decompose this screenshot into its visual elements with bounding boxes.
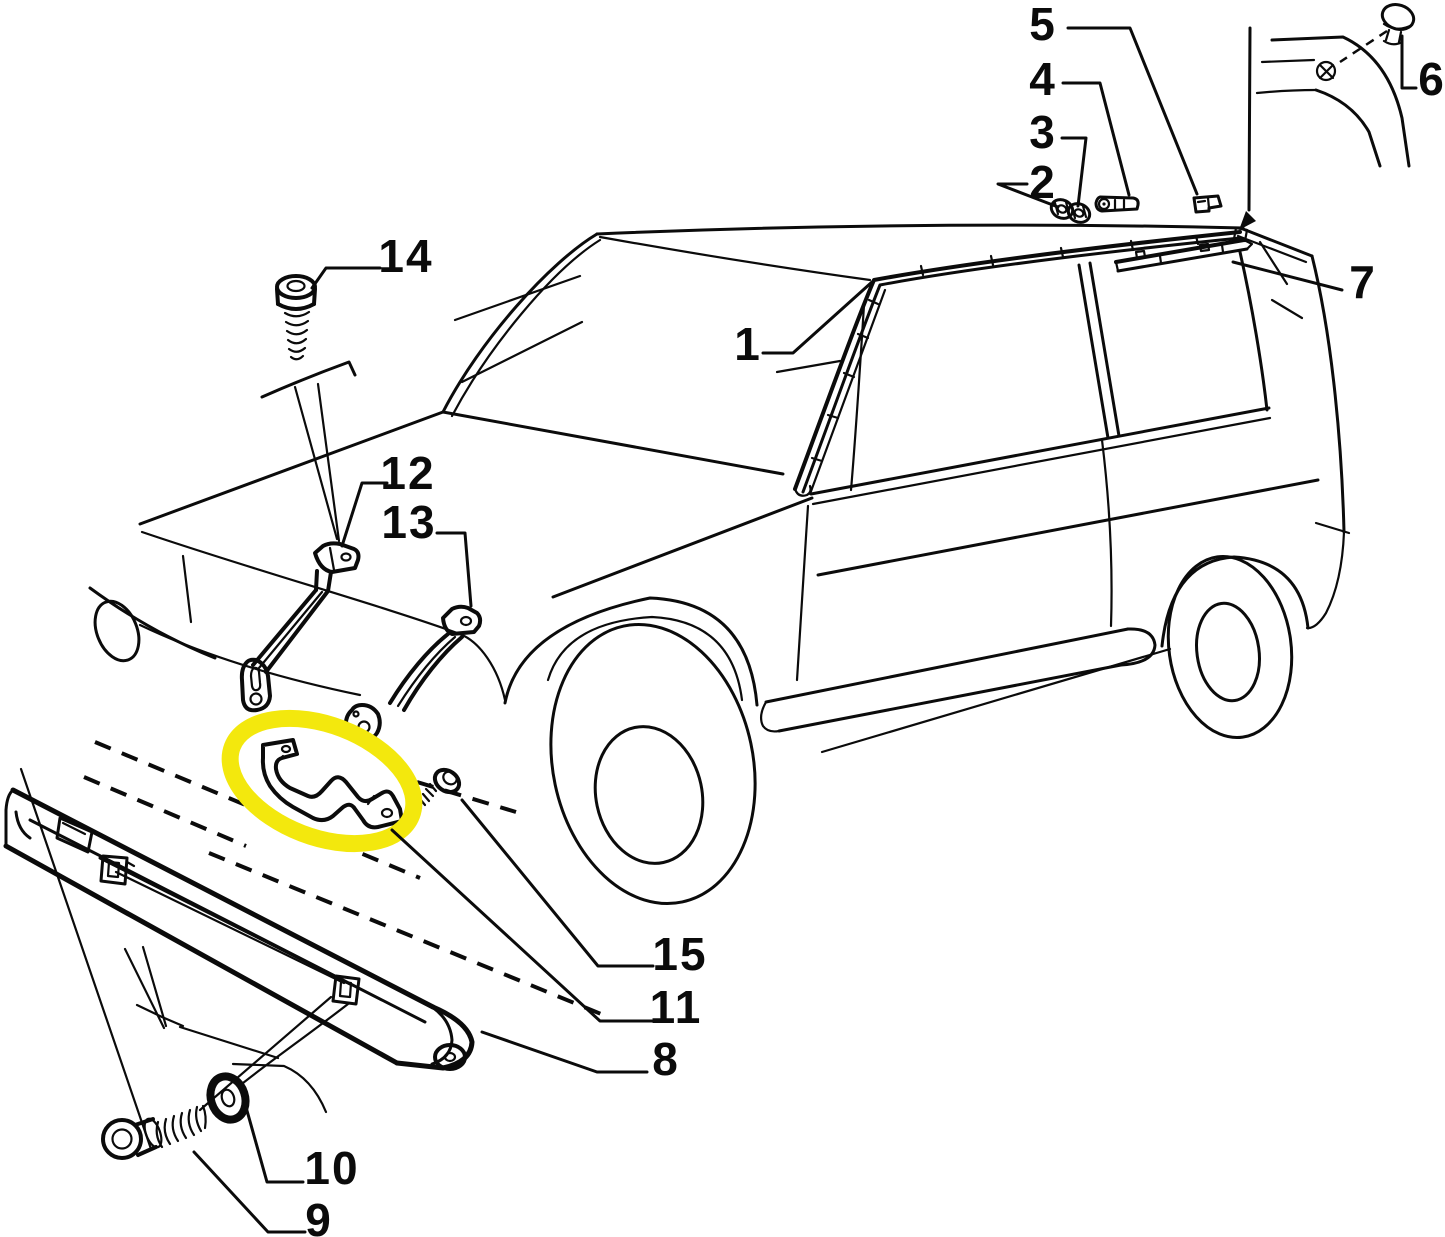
leader-line-7 [1231, 260, 1344, 292]
part-label-9: 9 [305, 1194, 333, 1237]
part-label-12: 12 [380, 447, 435, 499]
speed-nut-3 [1066, 202, 1092, 224]
part-label-6: 6 [1418, 53, 1445, 105]
leader-line-10 [242, 1098, 305, 1184]
car-body [19, 223, 1351, 1151]
quarter-trim-strip [1114, 238, 1254, 273]
bracket-12 [239, 541, 361, 713]
highlight-ellipse [221, 709, 423, 853]
detail-inset [1239, 3, 1416, 230]
assembly-lines [198, 995, 350, 1112]
part-label-10: 10 [304, 1142, 359, 1194]
leader-line-1 [761, 280, 874, 355]
leader-line-5 [1066, 26, 1199, 196]
leader-line-11 [390, 828, 654, 1023]
bumper-bar-8 [3, 787, 475, 1071]
trim-clip-4 [1094, 195, 1140, 213]
part-label-5: 5 [1029, 0, 1057, 50]
bumper-clip-a [99, 854, 136, 886]
leader-line-8 [480, 1030, 649, 1074]
bumper-clip-b [331, 974, 361, 1006]
windshield-trim-strip [775, 226, 1249, 497]
part-label-11: 11 [650, 981, 703, 1033]
trim-clip-5 [1192, 194, 1223, 214]
grommet-dashed-line [1339, 29, 1388, 64]
leader-line-9 [192, 1150, 307, 1234]
part-label-3: 3 [1029, 106, 1057, 158]
bracket-13 [343, 604, 483, 743]
hidden-edge-dashes [83, 740, 602, 1016]
inset-arrow [1239, 26, 1256, 230]
part-label-8: 8 [652, 1033, 680, 1085]
part-label-14: 14 [378, 230, 433, 282]
wavy-bracket-11 [260, 738, 404, 830]
leader-line-13 [435, 531, 473, 608]
washer-10 [206, 1072, 250, 1124]
bolt-15 [415, 767, 462, 810]
socket-bolt-9 [101, 1104, 207, 1160]
socket-bolt-14 [275, 274, 317, 361]
leader-line-4 [1061, 81, 1131, 197]
grommet-cap-6 [1380, 3, 1416, 46]
leader-line-2 [996, 182, 1060, 209]
leader-line-15 [460, 798, 655, 968]
part-label-13: 13 [381, 496, 436, 548]
part-label-7: 7 [1349, 256, 1377, 308]
part-label-15: 15 [652, 928, 707, 980]
pillar-hole [1315, 60, 1337, 82]
part-label-4: 4 [1029, 53, 1057, 105]
part-label-1: 1 [734, 318, 762, 370]
pointer-wedges [123, 382, 341, 1030]
leader-line-3 [1060, 136, 1088, 208]
leader-line-14 [310, 266, 382, 290]
leader-line-12 [340, 481, 389, 548]
part-label-2: 2 [1029, 156, 1057, 208]
leader-line-6 [1400, 34, 1418, 90]
